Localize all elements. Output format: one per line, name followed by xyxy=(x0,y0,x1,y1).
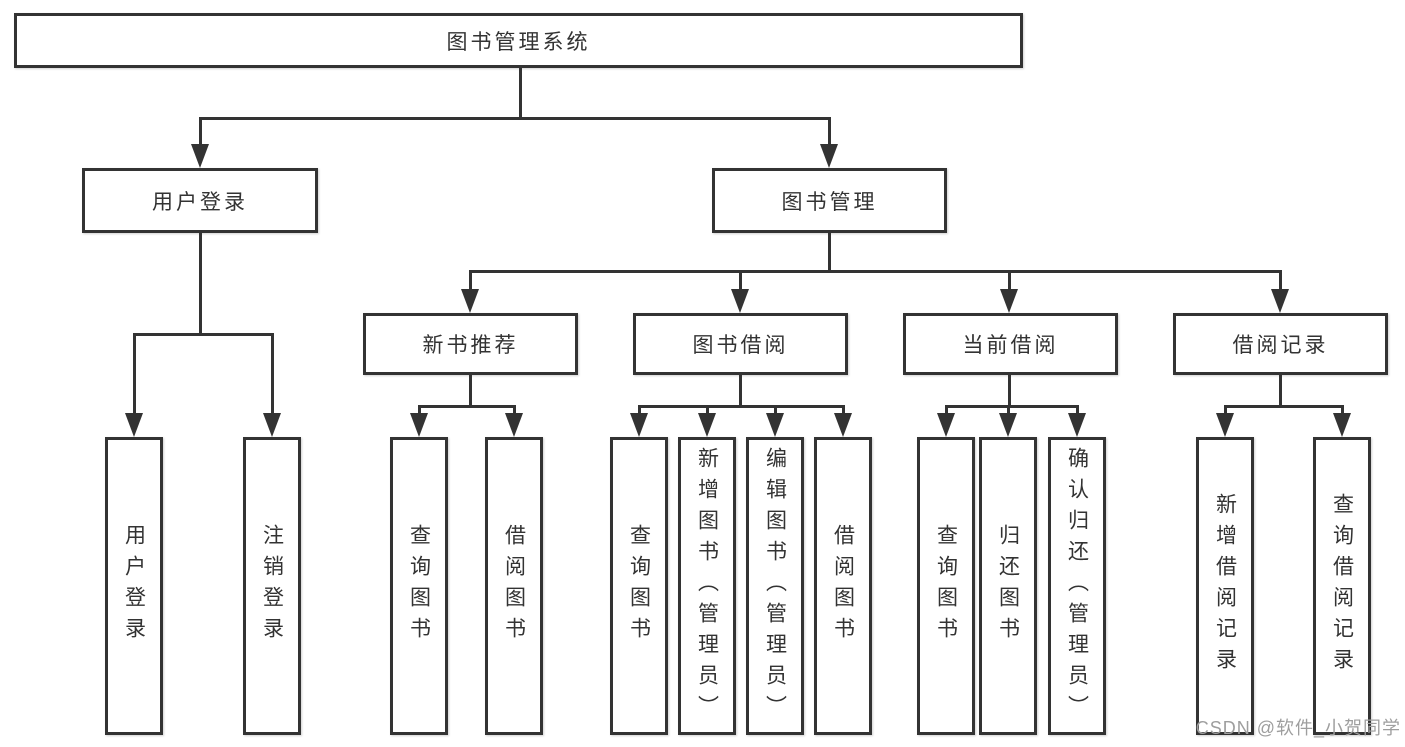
connector-current-split xyxy=(945,405,1078,408)
leaf-cur-query-books-label: 查询图书 xyxy=(934,524,958,648)
connector-drop-borrow xyxy=(739,270,742,295)
leaf-user-login: 用户登录 xyxy=(105,437,163,735)
connector-records-stem xyxy=(1279,375,1282,407)
arrowhead-borrow xyxy=(731,289,749,313)
leaf-cur-confirm-return-admin: 确认归还（管理员） xyxy=(1048,437,1106,735)
leaf-nb-borrow-books-label: 借阅图书 xyxy=(502,524,526,648)
node-book-borrowing-label: 图书借阅 xyxy=(692,334,789,357)
leaf-bw-borrow-books-label: 借阅图书 xyxy=(831,524,855,648)
leaf-cur-return-books: 归还图书 xyxy=(979,437,1037,735)
node-root-label: 图书管理系统 xyxy=(446,30,591,54)
connector-new-books-stem xyxy=(469,375,472,407)
arrowhead-nb-borrow xyxy=(505,413,523,437)
connector-drop-cur-confirm xyxy=(1076,405,1079,420)
leaf-bw-edit-books-admin: 编辑图书（管理员） xyxy=(746,437,804,735)
leaf-nb-query-books-label: 查询图书 xyxy=(407,524,431,648)
connector-drop-nb-query xyxy=(418,405,421,420)
arrowhead-new-books xyxy=(461,289,479,313)
connector-records-split xyxy=(1224,405,1343,408)
connector-drop-cur-return xyxy=(1007,405,1010,420)
node-book-management: 图书管理 xyxy=(712,168,947,233)
leaf-bw-add-books-admin: 新增图书（管理员） xyxy=(678,437,736,735)
csdn-watermark: CSDN @软件_小贺同学 xyxy=(1195,718,1401,738)
connector-drop-rec-add xyxy=(1224,405,1227,420)
connector-book-mgmt-stem xyxy=(828,233,831,272)
arrowhead-nb-query xyxy=(410,413,428,437)
connector-user-login-stem xyxy=(199,233,202,335)
connector-drop-cur-query xyxy=(945,405,948,420)
connector-drop-nb-borrow xyxy=(513,405,516,420)
node-borrowing-records: 借阅记录 xyxy=(1173,313,1388,375)
connector-root-stem xyxy=(519,66,522,119)
connector-drop-leaf-login xyxy=(133,333,136,420)
connector-drop-rec-query xyxy=(1341,405,1344,420)
connector-drop-bw-add xyxy=(706,405,709,420)
leaf-rec-query-record-label: 查询借阅记录 xyxy=(1330,493,1354,679)
node-user-login: 用户登录 xyxy=(82,168,318,233)
connector-current-stem xyxy=(1008,375,1011,407)
leaf-rec-add-record: 新增借阅记录 xyxy=(1196,437,1254,735)
connector-drop-new-books xyxy=(469,270,472,295)
connector-drop-book-mgmt xyxy=(828,117,831,151)
arrowhead-book-mgmt xyxy=(820,144,838,168)
connector-root-split xyxy=(199,117,831,120)
node-book-borrowing: 图书借阅 xyxy=(633,313,848,375)
arrowhead-bw-edit xyxy=(766,413,784,437)
arrowhead-cur-query xyxy=(937,413,955,437)
node-book-management-label: 图书管理 xyxy=(781,190,878,214)
leaf-bw-borrow-books: 借阅图书 xyxy=(814,437,872,735)
leaf-user-login-label: 用户登录 xyxy=(122,524,146,648)
connector-drop-records xyxy=(1279,270,1282,295)
arrowhead-leaf-logout xyxy=(263,413,281,437)
leaf-nb-query-books: 查询图书 xyxy=(390,437,448,735)
connector-drop-bw-edit xyxy=(774,405,777,420)
leaf-rec-add-record-label: 新增借阅记录 xyxy=(1213,493,1237,679)
leaf-logout: 注销登录 xyxy=(243,437,301,735)
connector-borrow-stem xyxy=(739,375,742,407)
arrowhead-bw-borrow xyxy=(834,413,852,437)
leaf-bw-edit-books-admin-label: 编辑图书（管理员） xyxy=(763,446,787,726)
arrowhead-bw-query xyxy=(630,413,648,437)
arrowhead-cur-confirm xyxy=(1068,413,1086,437)
connector-drop-bw-query xyxy=(638,405,641,420)
connector-user-login-split xyxy=(133,333,274,336)
node-current-borrowing: 当前借阅 xyxy=(903,313,1118,375)
leaf-rec-query-record: 查询借阅记录 xyxy=(1313,437,1371,735)
arrowhead-user-login xyxy=(191,144,209,168)
connector-drop-leaf-logout xyxy=(271,333,274,420)
connector-drop-bw-borrow xyxy=(842,405,845,420)
node-new-book-recommend-label: 新书推荐 xyxy=(422,334,519,357)
connector-new-books-split xyxy=(418,405,516,408)
arrowhead-leaf-login xyxy=(125,413,143,437)
leaf-logout-label: 注销登录 xyxy=(260,524,284,648)
leaf-cur-confirm-return-admin-label: 确认归还（管理员） xyxy=(1065,446,1089,726)
connector-drop-current xyxy=(1008,270,1011,295)
leaf-bw-add-books-admin-label: 新增图书（管理员） xyxy=(695,446,719,726)
node-new-book-recommend: 新书推荐 xyxy=(363,313,578,375)
connector-level3-split xyxy=(470,270,1282,273)
arrowhead-rec-add xyxy=(1216,413,1234,437)
leaf-nb-borrow-books: 借阅图书 xyxy=(485,437,543,735)
arrowhead-rec-query xyxy=(1333,413,1351,437)
arrowhead-cur-return xyxy=(999,413,1017,437)
arrowhead-current xyxy=(1000,289,1018,313)
connector-borrow-split xyxy=(638,405,844,408)
arrowhead-bw-add xyxy=(698,413,716,437)
node-root-library-system: 图书管理系统 xyxy=(14,13,1023,68)
leaf-bw-query-books-label: 查询图书 xyxy=(627,524,651,648)
arrowhead-records xyxy=(1271,289,1289,313)
connector-drop-user-login xyxy=(199,117,202,151)
leaf-cur-return-books-label: 归还图书 xyxy=(996,524,1020,648)
leaf-cur-query-books: 查询图书 xyxy=(917,437,975,735)
leaf-bw-query-books: 查询图书 xyxy=(610,437,668,735)
node-user-login-label: 用户登录 xyxy=(152,190,248,214)
node-borrowing-records-label: 借阅记录 xyxy=(1232,334,1329,357)
node-current-borrowing-label: 当前借阅 xyxy=(962,334,1059,357)
